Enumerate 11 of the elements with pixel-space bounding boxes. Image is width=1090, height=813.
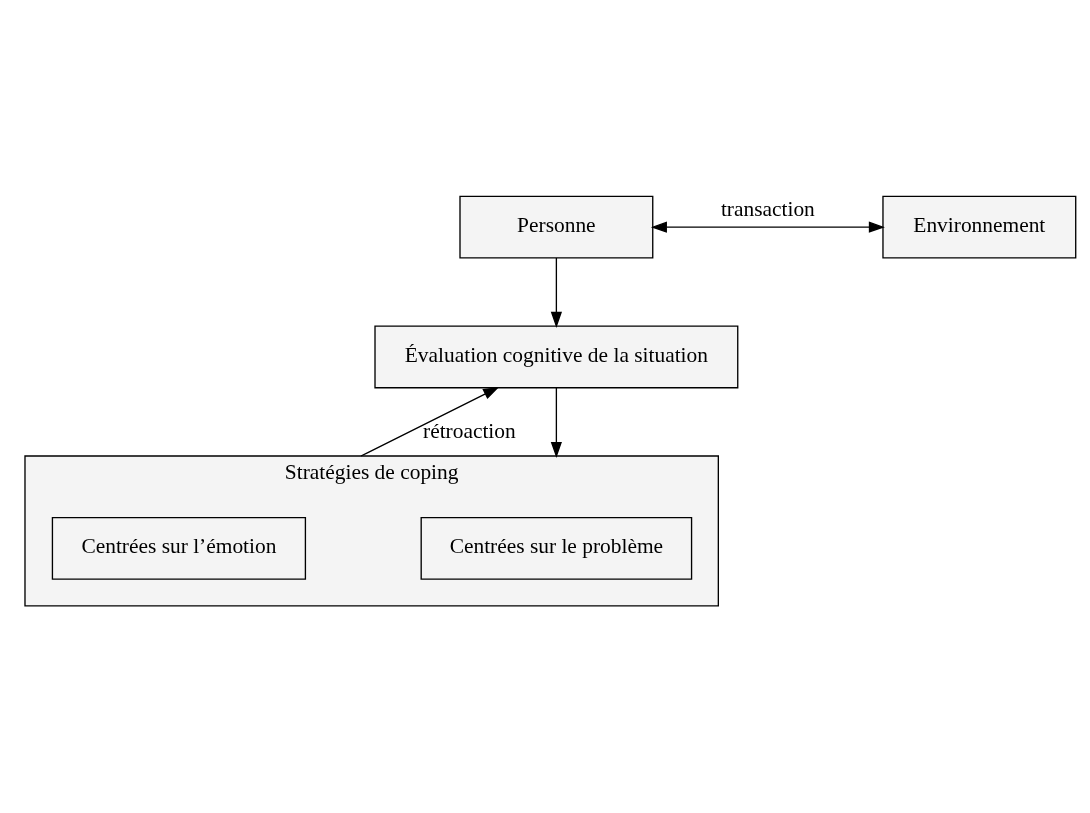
node-box: Évaluation cognitive de la situation [374, 325, 739, 389]
arrow [650, 221, 885, 233]
node-box: Centrées sur le problème [420, 516, 693, 580]
node-box: Personne [459, 195, 654, 259]
edge-label: transaction [720, 197, 815, 222]
arrow [360, 386, 500, 457]
node-box: Centrées sur l’émotion [51, 516, 307, 580]
arrow [550, 257, 562, 328]
node-box: Environnement [882, 195, 1077, 259]
arrow [550, 387, 562, 459]
edge-label: rétroaction [423, 419, 516, 444]
